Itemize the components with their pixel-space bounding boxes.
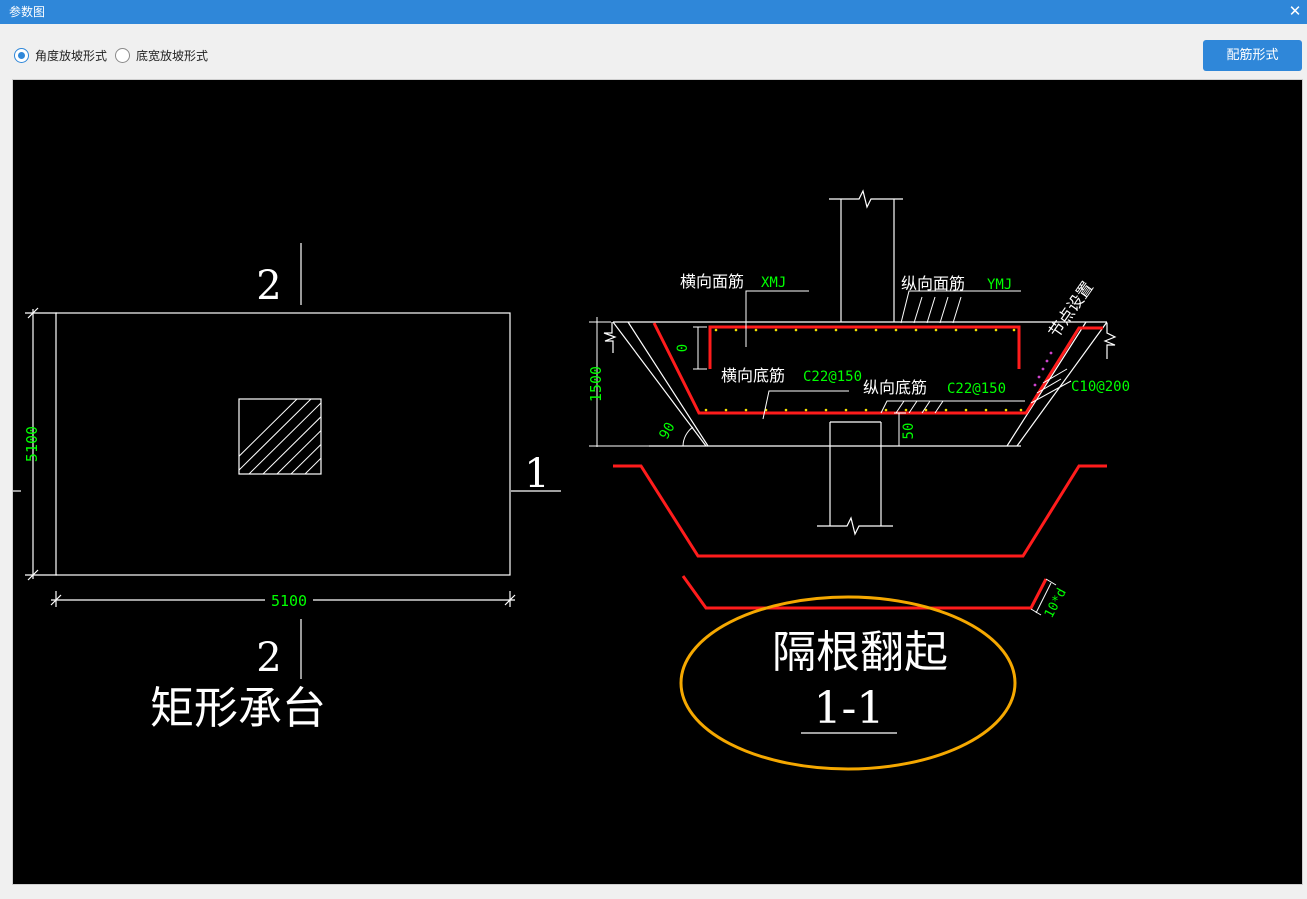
label-bot-trans: 横向底筋 (721, 366, 785, 385)
radio-unchecked-icon[interactable] (115, 48, 131, 63)
break-symbol-left (603, 322, 617, 353)
label-top-trans: 横向面筋 (680, 272, 744, 291)
column-section (238, 398, 322, 475)
dim-text-hook: 10*d (1042, 586, 1070, 621)
dim-extension (1045, 578, 1057, 586)
slope-line-left-outer (612, 321, 707, 447)
toolbar: 角度放坡形式 底宽放坡形式 配筋形式 (0, 24, 1307, 78)
leader-hatch (895, 400, 905, 414)
dim-text-zero: 0 (675, 344, 691, 352)
close-icon[interactable]: ✕ (1288, 2, 1302, 20)
radio-bottom-width-slope[interactable]: 底宽放坡形式 (115, 47, 208, 64)
leader-hatch (908, 400, 918, 414)
dim-text-cover: 50 (901, 423, 917, 440)
slope-line-right-outer (1016, 321, 1108, 447)
highlight-ellipse (679, 595, 1017, 771)
bottom-rebar (652, 322, 1103, 415)
label-top-long: 纵向面筋 (901, 274, 965, 293)
reinforcement-form-button[interactable]: 配筋形式 (1203, 40, 1302, 71)
dim-line-hook (1035, 582, 1052, 614)
leader-top-trans (745, 290, 809, 347)
section-mark-1: 1 (524, 451, 549, 497)
cad-drawing: 2 2 1 5100 5100 矩形承台 (13, 189, 1130, 771)
radio-checked-icon[interactable] (14, 48, 29, 63)
label-node-setting: 节点设置 (1045, 278, 1097, 341)
leader-hatch (1042, 368, 1068, 384)
radio-bottom-width-slope-label: 底宽放坡形式 (136, 49, 209, 63)
column-break-bottom (817, 516, 893, 536)
section-view: 横向面筋 XMJ 纵向面筋 YMJ 节点设置 横向底筋 C22@150 纵向底筋… (587, 189, 1130, 771)
leader-bot-trans (762, 390, 849, 420)
leader-hatch (952, 296, 962, 324)
dim-tick (504, 594, 516, 606)
dim-tick (27, 569, 39, 581)
section-mark-2-top: 2 (256, 263, 281, 309)
dim-text-bg (265, 591, 313, 609)
leader-hatch (934, 400, 944, 414)
section-caption-line1: 隔根翻起 (772, 627, 948, 678)
window-title: 参数图 (9, 5, 46, 19)
dim-text-width: 5100 (271, 592, 307, 610)
leader-hatch (921, 400, 931, 414)
plan-view: 2 2 1 5100 5100 矩形承台 (13, 243, 561, 734)
column-hatch (239, 399, 321, 474)
detail-rebar-2 (681, 575, 1048, 610)
code-bot-long: C22@150 (947, 381, 1006, 397)
code-bot-trans: C22@150 (803, 369, 862, 385)
leader-top-long (900, 290, 1021, 324)
pile-cap-outline (55, 312, 511, 576)
dim-text-1500: 1500 (587, 366, 605, 402)
dim-tick (27, 307, 39, 319)
leader-hatch (939, 296, 949, 324)
leader-hatch (913, 296, 923, 324)
parameter-drawing-canvas: 2 2 1 5100 5100 矩形承台 (12, 79, 1303, 885)
leader-hatch (1036, 378, 1062, 394)
top-rebar (708, 325, 1021, 369)
column-break-top (829, 189, 903, 209)
angle-arc (682, 426, 694, 447)
title-bar: 参数图 ✕ (0, 0, 1307, 24)
dim-text-angle: 90 (656, 420, 678, 443)
cap-section-outline (627, 321, 1087, 447)
dim-text-height: 5100 (23, 426, 41, 462)
label-bot-long: 纵向底筋 (863, 378, 927, 397)
detail-rebar-1 (613, 464, 1107, 558)
dim-tick (50, 594, 62, 606)
section-mark-2-bottom: 2 (256, 635, 281, 681)
break-symbol-right (1103, 323, 1117, 359)
dim-extension (1030, 608, 1042, 616)
slope-form-radio-group: 角度放坡形式 底宽放坡形式 (14, 47, 216, 64)
node-markers (1033, 351, 1053, 387)
section-caption-line2: 1-1 (814, 683, 885, 734)
rebar-dots (704, 328, 1023, 412)
leader-bot-long (880, 400, 1025, 414)
plan-caption: 矩形承台 (150, 683, 326, 734)
radio-angle-slope[interactable]: 角度放坡形式 (14, 47, 107, 64)
code-top-trans: XMJ (761, 275, 786, 291)
radio-angle-slope-label: 角度放坡形式 (35, 49, 108, 63)
code-side-rebar: C10@200 (1071, 379, 1130, 395)
leader-hatch (926, 296, 936, 324)
code-top-long: YMJ (987, 277, 1012, 293)
leader-side (1030, 380, 1072, 404)
